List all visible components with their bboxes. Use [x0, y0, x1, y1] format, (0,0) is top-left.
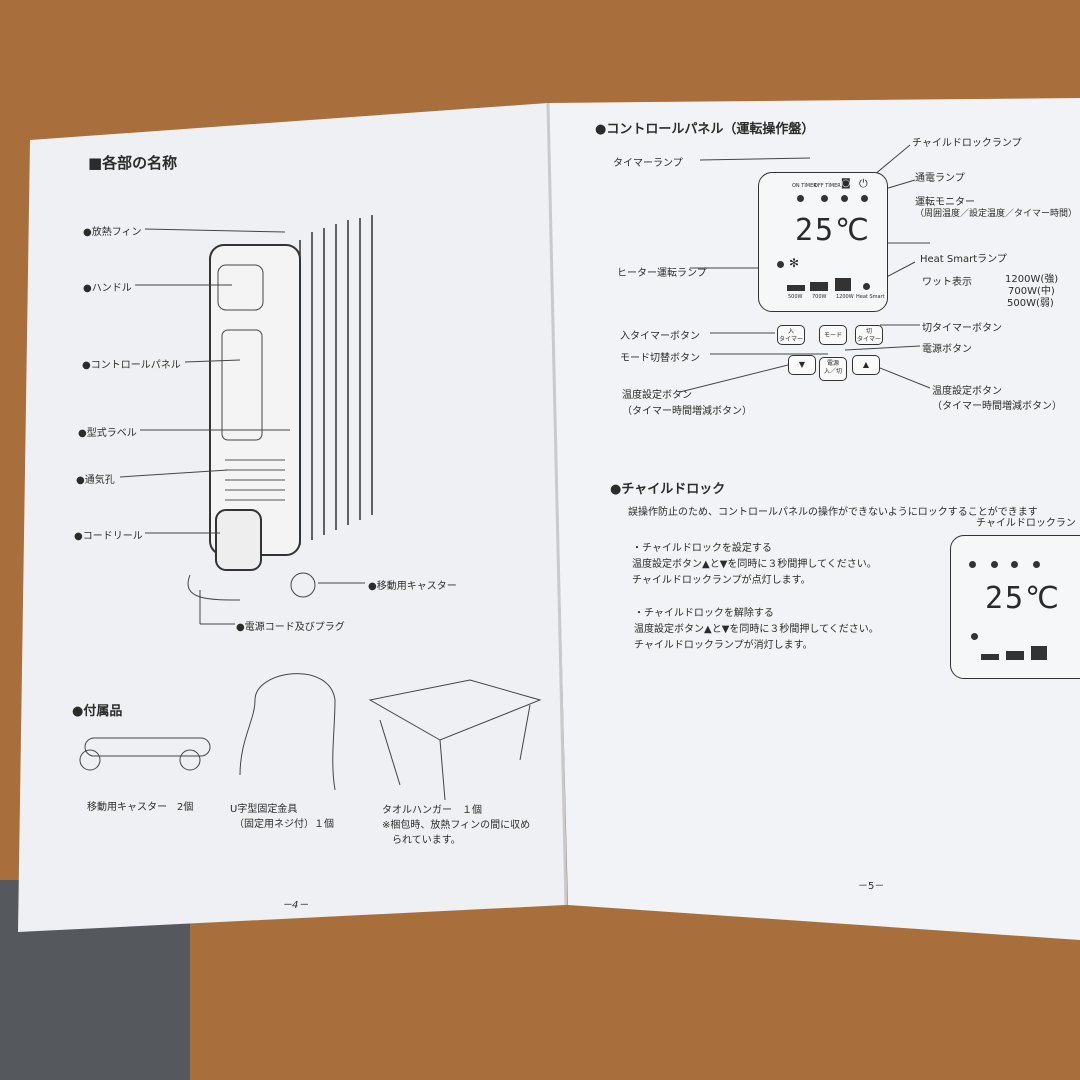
book-spine: [546, 102, 568, 906]
child-lock-lamp-label: チャイルドロックラン: [976, 518, 1076, 529]
off-timer-text: OFF TIMER: [814, 183, 841, 189]
page-number-4: －4－: [282, 900, 309, 911]
part-label-fins: ●放熱フィン: [83, 227, 142, 238]
label-timer-lamp: タイマーランプ: [613, 158, 683, 169]
panel-500w: 500W: [788, 294, 803, 300]
temperature-display-2: 25℃: [985, 581, 1061, 616]
label-watt: ワット表示: [922, 277, 972, 288]
label-monitor: 運転モニター: [915, 197, 975, 208]
child-lock-set-heading: ・チャイルドロックを設定する: [632, 543, 772, 554]
panel-heat-smart: Heat Smart: [856, 294, 885, 300]
temp-down-button[interactable]: ▼: [788, 355, 816, 375]
panel-1200w: 1200W: [836, 294, 854, 300]
temp-up-button[interactable]: ▲: [852, 355, 880, 375]
accessory-illustrations: [79, 673, 542, 801]
part-label-vents: ●通気孔: [76, 475, 115, 486]
label-500w: 500W(弱): [1007, 298, 1054, 309]
part-label-caster: ●移動用キャスター: [368, 581, 457, 592]
label-mode-button: モード切替ボタン: [620, 353, 700, 364]
temperature-display: 25℃: [795, 213, 871, 248]
label-heater-lamp: ヒーター運転ランプ: [617, 268, 707, 279]
label-700w: 700W(中): [1008, 286, 1055, 297]
mode-button[interactable]: モード: [819, 325, 847, 345]
on-timer-text: ON TIMER: [792, 183, 817, 189]
panel-700w: 700W: [812, 294, 827, 300]
part-label-model-label: ●型式ラベル: [78, 428, 137, 439]
label-off-timer-button: 切タイマーボタン: [922, 323, 1002, 334]
control-panel-diagram: ON TIMER OFF TIMER ◙ ⏻ 25℃ ✻ 500W 700W 1…: [758, 172, 888, 312]
control-panel-diagram-2: 25℃: [950, 535, 1080, 679]
power-button[interactable]: 電源 入／切: [819, 357, 847, 381]
part-label-cord-reel: ●コードリール: [74, 531, 143, 542]
off-timer-button[interactable]: 切 タイマー: [855, 325, 883, 345]
accessory-note-1: ※梱包時、放熱フィンの間に収め: [382, 820, 531, 831]
accessory-caster: 移動用キャスター 2個: [87, 802, 194, 813]
child-lock-set-step2: チャイルドロックランプが点灯します。: [632, 575, 811, 586]
accessory-u-bracket: U字型固定金具: [230, 804, 298, 815]
heater-illustration: [187, 215, 373, 601]
label-heat-smart-lamp: Heat Smartランプ: [920, 254, 1007, 265]
accessory-towel-hanger: タオルハンガー １個: [382, 805, 482, 816]
child-lock-title: ●チャイルドロック: [610, 482, 726, 497]
page-number-5: －5－: [858, 881, 885, 892]
child-lock-set-step1: 温度設定ボタン▲と▼を同時に３秒間押してください。: [632, 559, 877, 570]
label-1200w: 1200W(強): [1005, 274, 1059, 285]
parts-title: ■各部の名称: [88, 154, 178, 172]
label-power-lamp: 通電ランプ: [915, 173, 965, 184]
accessories-title: ●付属品: [72, 704, 123, 719]
control-panel-title: ●コントロールパネル（運転操作盤）: [595, 122, 815, 137]
accessory-note-2: られています。: [392, 835, 461, 846]
part-label-control-panel: ●コントロールパネル: [82, 360, 181, 371]
label-on-timer-button: 入タイマーボタン: [620, 331, 700, 342]
label-child-lock-lamp: チャイルドロックランプ: [912, 138, 1022, 149]
on-timer-button[interactable]: 入 タイマー: [777, 325, 805, 345]
sun-icon: ✻: [789, 256, 800, 270]
part-label-power-cord: ●電源コード及びプラグ: [236, 622, 345, 633]
power-icon: ⏻: [859, 177, 868, 190]
label-temp-button-right: 温度設定ボタン: [932, 386, 1002, 397]
label-temp-button-left: 温度設定ボタン: [622, 390, 692, 401]
label-temp-button-left-sub: （タイマー時間増減ボタン）: [622, 406, 752, 417]
accessory-u-bracket-sub: （固定用ネジ付）１個: [234, 819, 334, 830]
child-lock-release-heading: ・チャイルドロックを解除する: [634, 608, 774, 619]
lock-icon: ◙: [841, 178, 851, 189]
child-lock-intro: 誤操作防止のため、コントロールパネルの操作ができないようにロックすることができま…: [628, 507, 1038, 518]
label-temp-button-right-sub: （タイマー時間増減ボタン）: [932, 401, 1062, 412]
child-lock-release-step2: チャイルドロックランプが消灯します。: [634, 640, 813, 651]
label-monitor-sub: （周囲温度／設定温度／タイマー時間）: [915, 209, 1078, 219]
part-label-handle: ●ハンドル: [83, 283, 132, 294]
right-page: [548, 98, 1080, 940]
label-power-button: 電源ボタン: [922, 344, 972, 355]
child-lock-release-step1: 温度設定ボタン▲と▼を同時に３秒間押してください。: [634, 624, 879, 635]
